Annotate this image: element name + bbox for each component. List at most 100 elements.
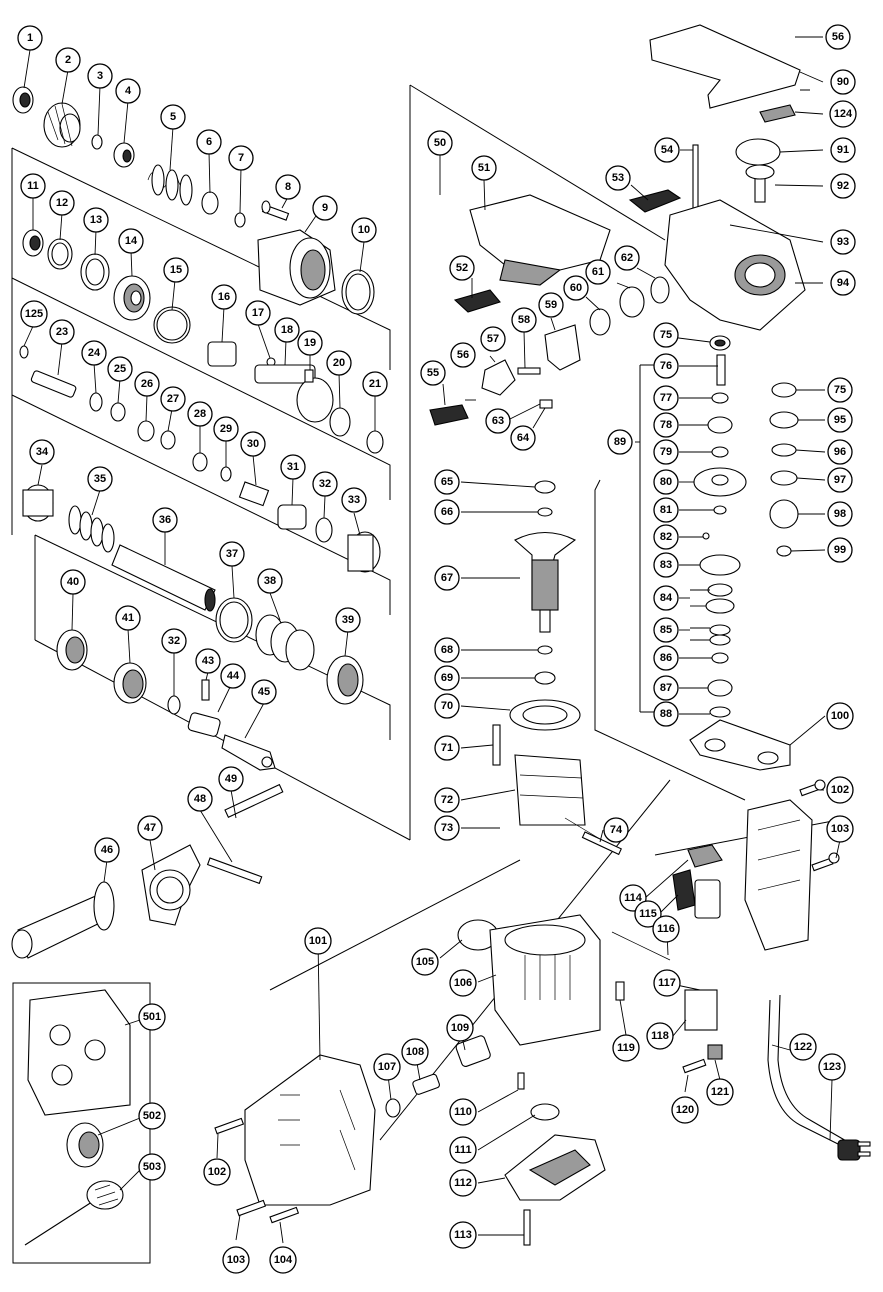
callout-60: 60	[563, 275, 589, 301]
callout-circle	[449, 1221, 477, 1249]
callout-circle	[87, 63, 113, 89]
callout-circle	[211, 284, 237, 310]
callout-circle	[152, 507, 178, 533]
callout-label: 2	[65, 54, 71, 66]
callout-circle	[653, 969, 681, 997]
callout-circle	[827, 467, 853, 493]
part-cap-1	[12, 86, 34, 114]
callout-label: 75	[660, 329, 672, 341]
callout-503: 503	[138, 1153, 166, 1181]
callout-circle	[245, 300, 271, 326]
callout-label: 10	[358, 224, 370, 236]
callout-circle	[827, 439, 853, 465]
callout-label: 48	[194, 793, 206, 805]
callout-label: 114	[624, 892, 643, 904]
callout-circle	[612, 1034, 640, 1062]
callout-circle	[653, 469, 679, 495]
callout-circle	[827, 407, 853, 433]
callout-label: 31	[287, 461, 299, 473]
callout-37: 37	[219, 541, 245, 567]
callout-label: 86	[660, 652, 672, 664]
callout-30: 30	[240, 431, 266, 457]
callout-59: 59	[538, 292, 564, 318]
callout-label: 101	[309, 935, 327, 947]
callout-label: 501	[143, 1011, 161, 1023]
callout-label: 503	[143, 1161, 161, 1173]
callout-circle	[274, 317, 300, 343]
callout-label: 50	[434, 137, 446, 149]
callout-circle	[134, 371, 160, 397]
callout-64: 64	[510, 425, 536, 451]
callout-circle	[789, 1033, 817, 1061]
callout-label: 26	[141, 378, 153, 390]
callout-label: 4	[125, 85, 132, 97]
callout-label: 55	[427, 367, 439, 379]
callout-56: 56	[450, 342, 476, 368]
callout-6: 6	[196, 129, 222, 155]
callout-circle	[219, 541, 245, 567]
callout-circle	[203, 1158, 231, 1186]
callout-label: 12	[56, 197, 68, 209]
callout-label: 71	[441, 742, 453, 754]
callout-circle	[427, 130, 453, 156]
callout-13: 13	[83, 207, 109, 233]
callout-circle	[653, 385, 679, 411]
callout-50: 50	[427, 130, 453, 156]
callout-label: 110	[454, 1106, 472, 1118]
callout-label: 49	[225, 773, 237, 785]
callout-circle	[161, 628, 187, 654]
callout-label: 120	[676, 1104, 694, 1116]
callout-label: 37	[226, 548, 238, 560]
part-illustrations	[11, 24, 871, 1246]
callout-circle	[118, 228, 144, 254]
callout-label: 69	[441, 672, 453, 684]
callout-circle	[653, 701, 679, 727]
callout-label: 56	[457, 349, 469, 361]
callout-label: 57	[487, 333, 499, 345]
callout-111: 111	[449, 1136, 477, 1164]
callout-circle	[137, 815, 163, 841]
callout-108: 108	[401, 1038, 429, 1066]
callout-62: 62	[614, 245, 640, 271]
callout-label: 14	[125, 235, 138, 247]
callout-label: 108	[406, 1046, 424, 1058]
callout-circle	[826, 702, 854, 730]
callout-113: 113	[449, 1221, 477, 1249]
callout-label: 106	[454, 977, 472, 989]
callout-label: 70	[441, 700, 453, 712]
callout-label: 72	[441, 794, 453, 806]
callout-label: 79	[660, 446, 672, 458]
callout-label: 1	[27, 32, 33, 44]
callout-circle	[341, 487, 367, 513]
callout-circle	[434, 469, 460, 495]
callout-51: 51	[471, 155, 497, 181]
callout-label: 16	[218, 291, 230, 303]
callout-label: 41	[122, 612, 134, 624]
part-motor-housing-106	[489, 914, 601, 1046]
callout-109: 109	[446, 1014, 474, 1042]
callout-label: 85	[660, 624, 672, 636]
callout-label: 64	[517, 432, 530, 444]
callout-16: 16	[211, 284, 237, 310]
callout-label: 45	[258, 686, 270, 698]
callout-label: 32	[319, 478, 331, 490]
callout-circle	[830, 173, 856, 199]
callout-circle	[312, 195, 338, 221]
callout-circle	[49, 319, 75, 345]
callout-3: 3	[87, 63, 113, 89]
callout-circle	[280, 454, 306, 480]
callout-label: 29	[220, 423, 232, 435]
callout-label: 112	[454, 1177, 472, 1189]
callout-circle	[827, 501, 853, 527]
callout-110: 110	[449, 1098, 477, 1126]
callout-501: 501	[138, 1003, 166, 1031]
callout-circle	[652, 915, 680, 943]
callout-84: 84	[653, 585, 679, 611]
callout-label: 11	[27, 180, 39, 192]
callout-85: 85	[653, 617, 679, 643]
callout-label: 47	[144, 822, 156, 834]
part-cylinder-36	[111, 544, 216, 612]
callout-circle	[434, 787, 460, 813]
part-housing-101	[244, 1054, 376, 1206]
